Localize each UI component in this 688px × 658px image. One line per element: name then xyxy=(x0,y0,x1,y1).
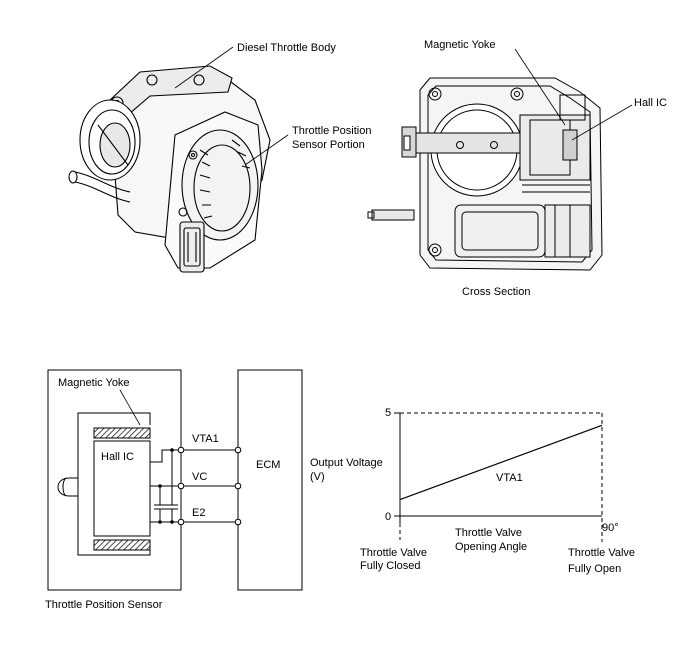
label-throttle-position-sensor-portion-2: Sensor Portion xyxy=(292,139,365,151)
chart-ylabel-line2: (V) xyxy=(310,471,325,483)
chart-series-line-vta1 xyxy=(399,424,603,501)
leader-line xyxy=(514,48,566,126)
caption-cross-section: Cross Section xyxy=(462,286,530,298)
terminal-sensor-vc xyxy=(177,482,185,490)
circuit-terminals xyxy=(177,446,242,526)
label-terminal-e2: E2 xyxy=(192,507,205,519)
terminal-sensor-e2 xyxy=(177,518,185,526)
terminal-ecm-vta1 xyxy=(234,446,242,454)
chart-y-tick-0: 0 xyxy=(385,511,391,523)
chart-y-tick-5: 5 xyxy=(385,407,391,419)
label-diesel-throttle-body: Diesel Throttle Body xyxy=(237,42,336,54)
label-hall-ic-circuit: Hall IC xyxy=(101,451,134,463)
terminal-ecm-vc xyxy=(234,482,242,490)
circuit-junctions xyxy=(158,448,174,524)
leader-line xyxy=(244,134,289,166)
hall-ic-block xyxy=(93,440,151,537)
yoke-hatch-bottom xyxy=(93,539,151,551)
chart-xlabel-line2: Opening Angle xyxy=(455,541,527,553)
label-ecm: ECM xyxy=(256,459,280,471)
sensor-box xyxy=(47,369,182,591)
yoke-hatch-top xyxy=(93,427,151,439)
label-magnetic-yoke-circuit: Magnetic Yoke xyxy=(58,377,130,389)
leader-line xyxy=(174,46,234,89)
label-terminal-vta1: VTA1 xyxy=(192,433,219,445)
label-magnetic-yoke-top: Magnetic Yoke xyxy=(424,39,496,51)
circuit-diagram xyxy=(47,369,303,591)
throttle-body-illustration xyxy=(68,65,271,273)
chart-left-label-line2: Fully Closed xyxy=(360,560,421,572)
chart-xlabel-line1: Throttle Valve xyxy=(455,527,522,539)
terminal-ecm-e2 xyxy=(234,518,242,526)
chart-left-label-line1: Throttle Valve xyxy=(360,547,427,559)
chart-ylabel-line1: Output Voltage xyxy=(310,457,383,469)
chart-right-label-line2: Fully Open xyxy=(568,563,621,575)
label-throttle-position-sensor-portion-1: Throttle Position xyxy=(292,125,371,137)
leader-line xyxy=(571,104,633,141)
chart-series-label-vta1: VTA1 xyxy=(496,472,523,484)
output-voltage-chart: Output Voltage (V) 0 5 90° Throttle Valv… xyxy=(310,407,635,575)
chart-x-tick-90: 90° xyxy=(602,522,619,534)
terminal-sensor-vta1 xyxy=(177,446,185,454)
label-terminal-vc: VC xyxy=(192,471,207,483)
chart-right-label-line1: Throttle Valve xyxy=(568,547,635,559)
ecm-box xyxy=(237,369,303,591)
cross-section-illustration xyxy=(367,77,603,271)
caption-throttle-position-sensor: Throttle Position Sensor xyxy=(45,599,163,611)
label-hall-ic-top: Hall IC xyxy=(634,97,667,109)
